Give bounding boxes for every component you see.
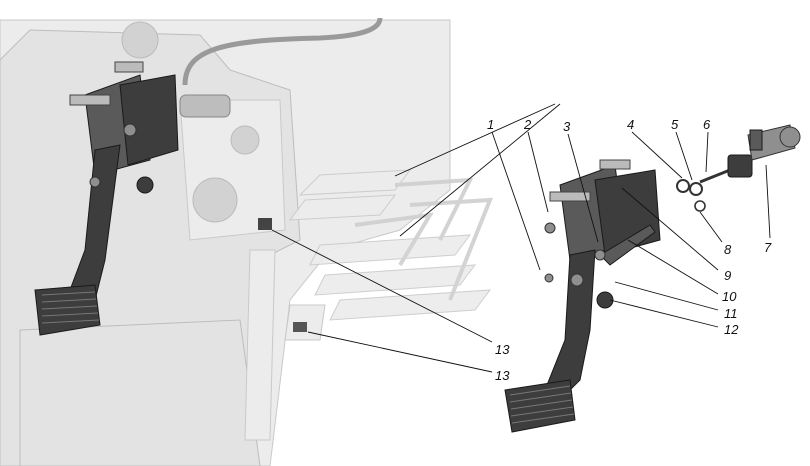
callout-3: 3: [563, 119, 571, 134]
callout-5: 5: [671, 117, 679, 132]
watermark-logo: [288, 169, 494, 321]
callout-8: 8: [724, 242, 732, 257]
callout-12: 12: [724, 322, 739, 337]
callout-1: 1: [487, 117, 494, 132]
exploded-pedal-assembly: [504, 124, 801, 433]
callout-11: 11: [724, 306, 738, 321]
leader-lines: [271, 103, 771, 373]
callout-6: 6: [703, 117, 711, 132]
callout-9: 9: [724, 268, 731, 283]
installed-pedal-assembly: [34, 61, 307, 336]
callout-10: 10: [722, 289, 737, 304]
callout-13-lower: 13: [495, 368, 510, 383]
callout-2: 2: [523, 117, 532, 132]
callout-13-upper: 13: [495, 342, 510, 357]
callout-4: 4: [627, 117, 634, 132]
callout-7: 7: [764, 240, 772, 255]
callout-labels: 1 2 3 4 5 6 7 8 9 10 11 12 13 13: [487, 117, 772, 383]
